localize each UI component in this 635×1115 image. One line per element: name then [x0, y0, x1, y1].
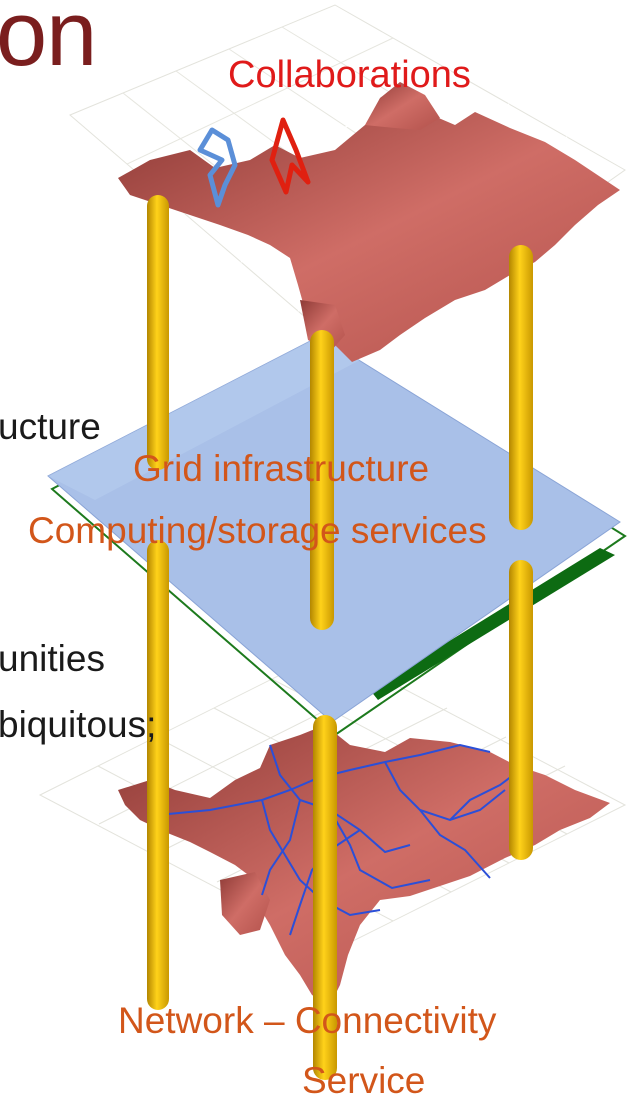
collaborations-label: Collaborations: [228, 54, 471, 96]
grid-plane-highlight: [48, 336, 360, 500]
green-storage-strip: [370, 548, 615, 700]
europe-map-top: [118, 110, 620, 362]
collab-marker-blue: [197, 127, 238, 208]
network-links: [157, 743, 521, 936]
bullet-text-fragment-2: unities: [0, 638, 105, 679]
europe-map-bottom: [118, 725, 610, 1005]
pillars: [147, 195, 533, 1080]
iberia-map-bottom: [220, 872, 270, 935]
pillar-center-lower: [313, 715, 337, 1080]
collab-marker-red: [269, 117, 311, 195]
bullet-text-fragment-1: ucture: [0, 406, 101, 447]
network-connectivity-label: Network – Connectivity: [118, 1000, 497, 1041]
pillar-left-lower: [147, 540, 169, 1010]
slide-heading-fragment: on: [0, 0, 97, 85]
computing-storage-label: Computing/storage services: [28, 510, 487, 551]
pillar-right-lower: [509, 560, 533, 860]
pillar-center-upper: [310, 330, 334, 630]
pillar-left-upper: [147, 195, 169, 470]
bullet-text-fragment-3: biquitous;: [0, 704, 157, 745]
pillar-right-upper: [509, 245, 533, 530]
service-label: Service: [302, 1060, 426, 1101]
scandinavia-map-top: [365, 82, 440, 130]
grid-infrastructure-label: Grid infrastructure: [133, 448, 430, 489]
collab-map-grid-plane: [69, 4, 626, 361]
